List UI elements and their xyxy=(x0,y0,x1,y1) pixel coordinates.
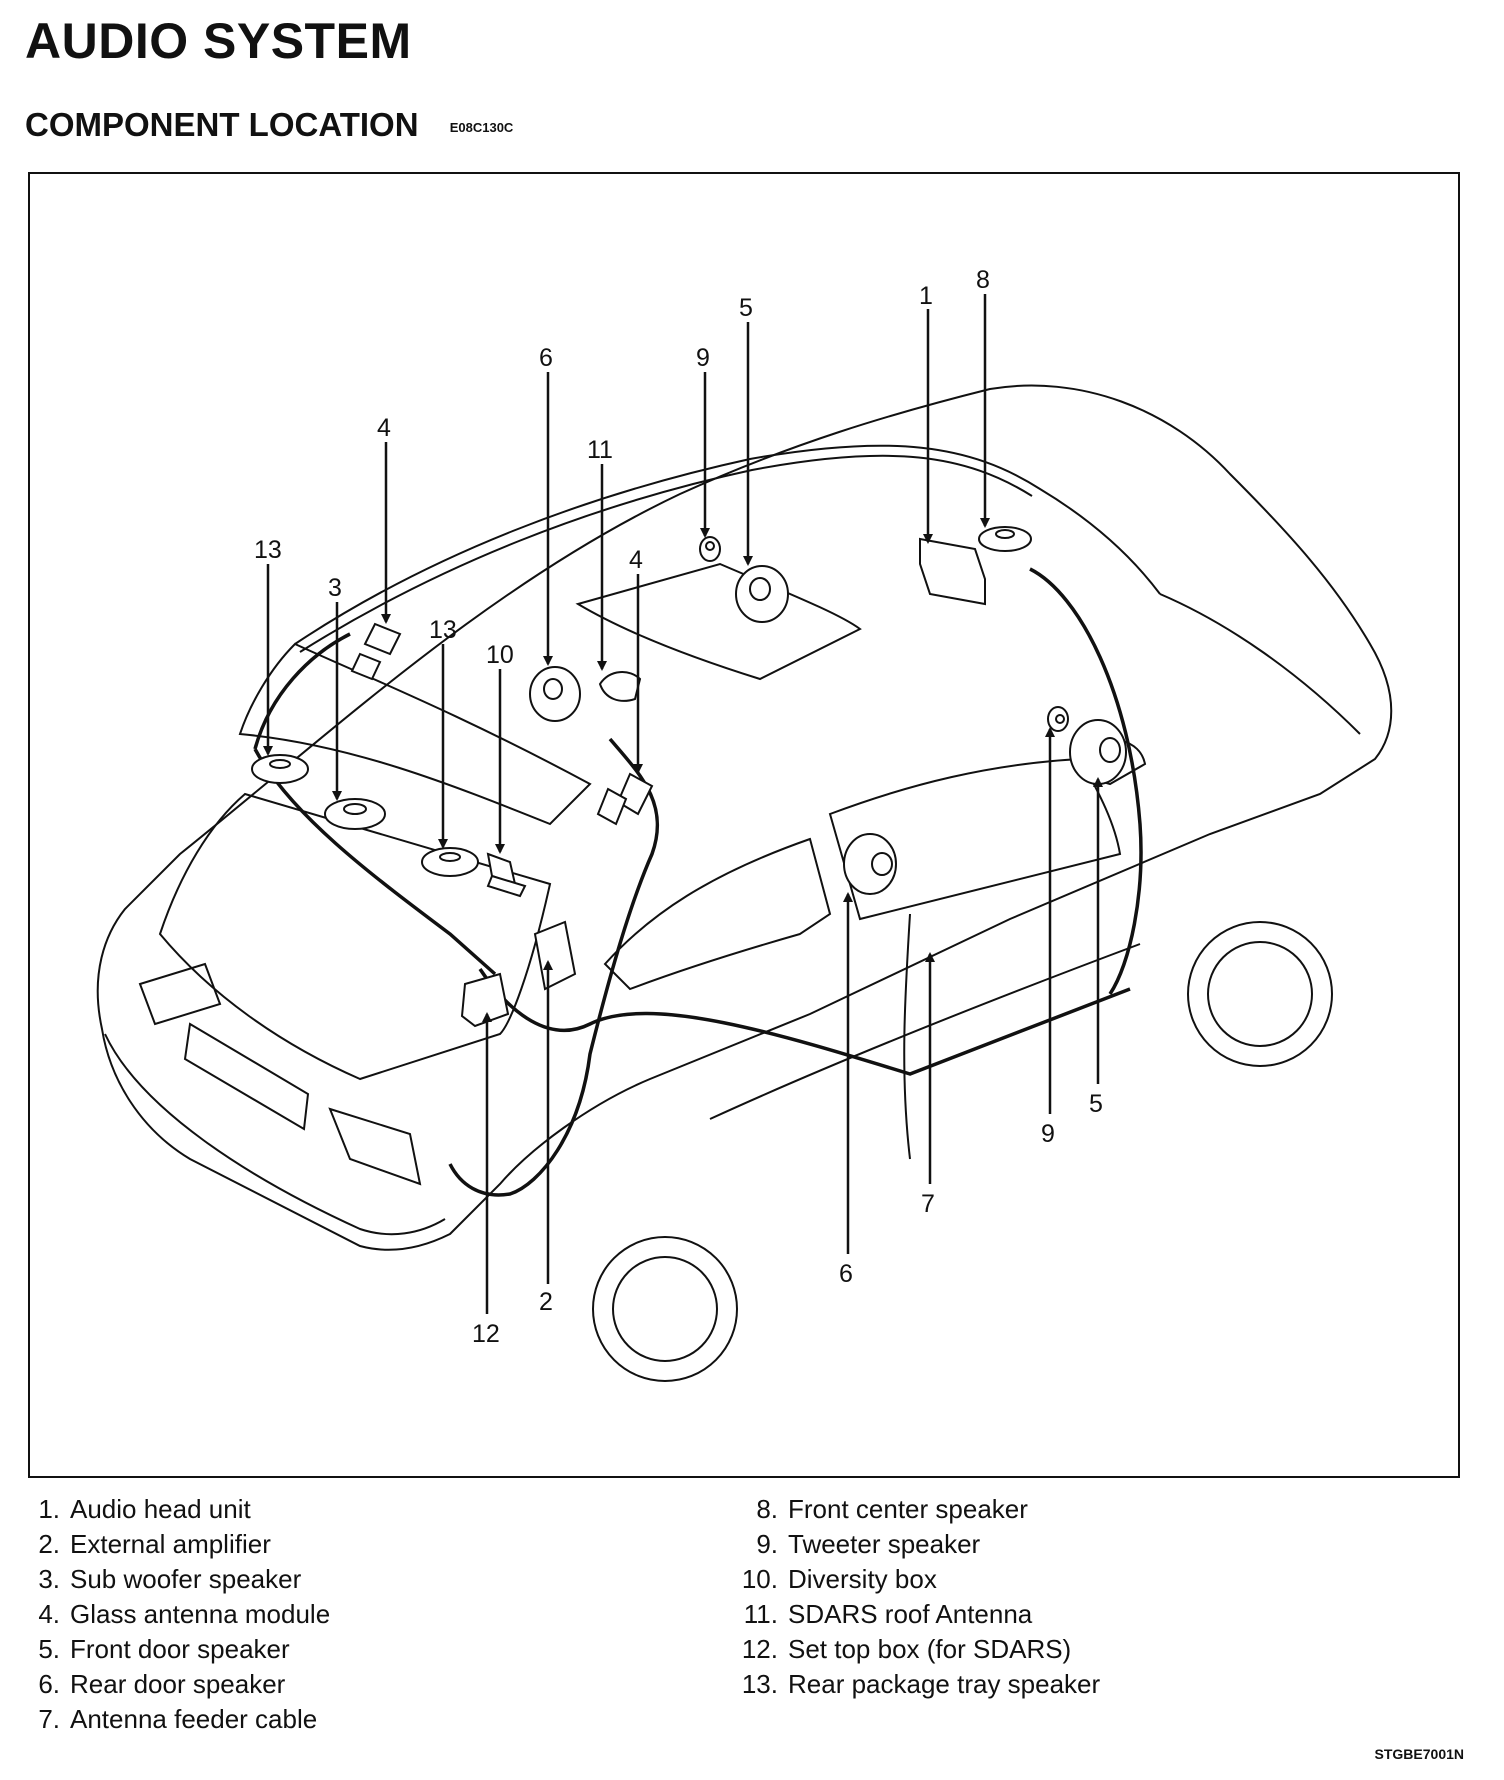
diagram-frame: 1 8 5 9 6 11 4 4 13 3 13 10 12 2 6 7 9 5 xyxy=(28,172,1460,1478)
car-outline xyxy=(96,384,1393,1382)
door-seam xyxy=(903,913,911,1160)
rear-side-window xyxy=(603,837,832,991)
rear-door-speaker-side xyxy=(843,833,897,895)
audio-head-unit xyxy=(919,537,986,606)
callout-13a: 13 xyxy=(254,536,282,564)
legend-item: 2.External amplifier xyxy=(38,1529,271,1559)
callout-12: 12 xyxy=(472,1320,500,1348)
rear-package-speaker-right xyxy=(421,847,479,877)
legend-item: 9.Tweeter speaker xyxy=(756,1529,981,1559)
glass-antenna-module-front xyxy=(596,772,654,826)
sunroof xyxy=(575,562,862,681)
roof-line xyxy=(294,444,1161,645)
callout-11: 11 xyxy=(587,436,613,464)
rear-package-speaker-left xyxy=(251,754,309,784)
rear-wheel-hub xyxy=(612,1256,718,1362)
callout-9b: 9 xyxy=(1041,1120,1055,1148)
callout-4b: 4 xyxy=(629,546,643,574)
roof-line-inner xyxy=(299,454,1033,653)
rear-window xyxy=(238,642,592,826)
legend-item: 3.Sub woofer speaker xyxy=(38,1564,302,1594)
legend-item: 5.Front door speaker xyxy=(38,1634,290,1664)
rear-bumper xyxy=(104,1033,446,1236)
harness-right xyxy=(1029,567,1143,995)
tail-light-left xyxy=(138,962,222,1026)
antenna-feeder-cable xyxy=(478,968,1131,1076)
callout-5a: 5 xyxy=(739,294,753,322)
callout-6b: 6 xyxy=(839,1260,853,1288)
callout-9a: 9 xyxy=(696,344,710,372)
callout-numbers: 1 8 5 9 6 11 4 4 13 3 13 10 12 2 6 7 9 5 xyxy=(254,266,1103,1348)
legend-item: 10.Diversity box xyxy=(741,1564,937,1594)
tail-light-right xyxy=(328,1107,422,1186)
leader-arrows xyxy=(263,294,1103,1314)
callout-5b: 5 xyxy=(1089,1090,1103,1118)
legend-item: 7.Antenna feeder cable xyxy=(38,1704,318,1734)
sdars-roof-antenna xyxy=(598,671,642,702)
car-body-outline xyxy=(96,384,1393,1251)
page-title: AUDIO SYSTEM xyxy=(25,13,412,69)
callout-10: 10 xyxy=(486,641,514,669)
callout-3: 3 xyxy=(328,574,342,602)
trunk-lid xyxy=(158,792,552,1081)
legend-item: 4.Glass antenna module xyxy=(38,1599,331,1629)
front-wheel-hub xyxy=(1207,941,1313,1047)
door-crease xyxy=(709,943,1141,1120)
document-code: STGBE7001N xyxy=(1374,1746,1464,1762)
legend-right: 8.Front center speaker 9.Tweeter speaker… xyxy=(738,1492,1100,1702)
callout-6a: 6 xyxy=(539,344,553,372)
legend-left: 1.Audio head unit 2.External amplifier 3… xyxy=(20,1492,330,1737)
license-plate xyxy=(183,1022,310,1131)
subtitle-code: E08C130C xyxy=(449,119,514,135)
front-door-speaker-top xyxy=(735,565,789,623)
car-diagram: 1 8 5 9 6 11 4 4 13 3 13 10 12 2 6 7 9 5 xyxy=(96,266,1393,1382)
callout-7: 7 xyxy=(921,1190,935,1218)
callout-2: 2 xyxy=(539,1288,553,1316)
callout-13b: 13 xyxy=(429,616,457,644)
callout-8: 8 xyxy=(976,266,990,294)
callout-4a: 4 xyxy=(377,414,391,442)
legend-item: 8.Front center speaker xyxy=(756,1494,1028,1524)
components xyxy=(251,526,1127,1028)
tweeter-speaker-side xyxy=(1047,706,1069,732)
front-center-speaker xyxy=(978,526,1032,552)
set-top-box xyxy=(460,972,510,1028)
sub-woofer-speaker xyxy=(324,798,386,830)
subtitle-text: COMPONENT LOCATION xyxy=(25,106,419,143)
callout-1: 1 xyxy=(919,282,933,310)
legend-item: 12.Set top box (for SDARS) xyxy=(741,1634,1072,1664)
legend-item: 13.Rear package tray speaker xyxy=(741,1669,1101,1699)
harness-front xyxy=(448,737,659,1197)
tweeter-speaker-front xyxy=(699,536,721,562)
diversity-box xyxy=(486,852,527,898)
front-side-window xyxy=(828,757,1122,921)
front-door-speaker-side xyxy=(1069,719,1127,785)
wiring-harness xyxy=(253,567,1143,1197)
legend-item: 11.SDARS roof Antenna xyxy=(743,1599,1033,1629)
front-wheel xyxy=(1187,921,1333,1067)
hood xyxy=(1159,593,1361,735)
rear-door-speaker-top xyxy=(529,666,581,722)
section-subtitle: COMPONENT LOCATION E08C130C xyxy=(25,106,513,144)
rear-wheel xyxy=(592,1236,738,1382)
glass-antenna-module-rear xyxy=(350,622,402,681)
legend-item: 6.Rear door speaker xyxy=(38,1669,286,1699)
legend-item: 1.Audio head unit xyxy=(38,1494,251,1524)
external-amplifier xyxy=(533,920,577,991)
